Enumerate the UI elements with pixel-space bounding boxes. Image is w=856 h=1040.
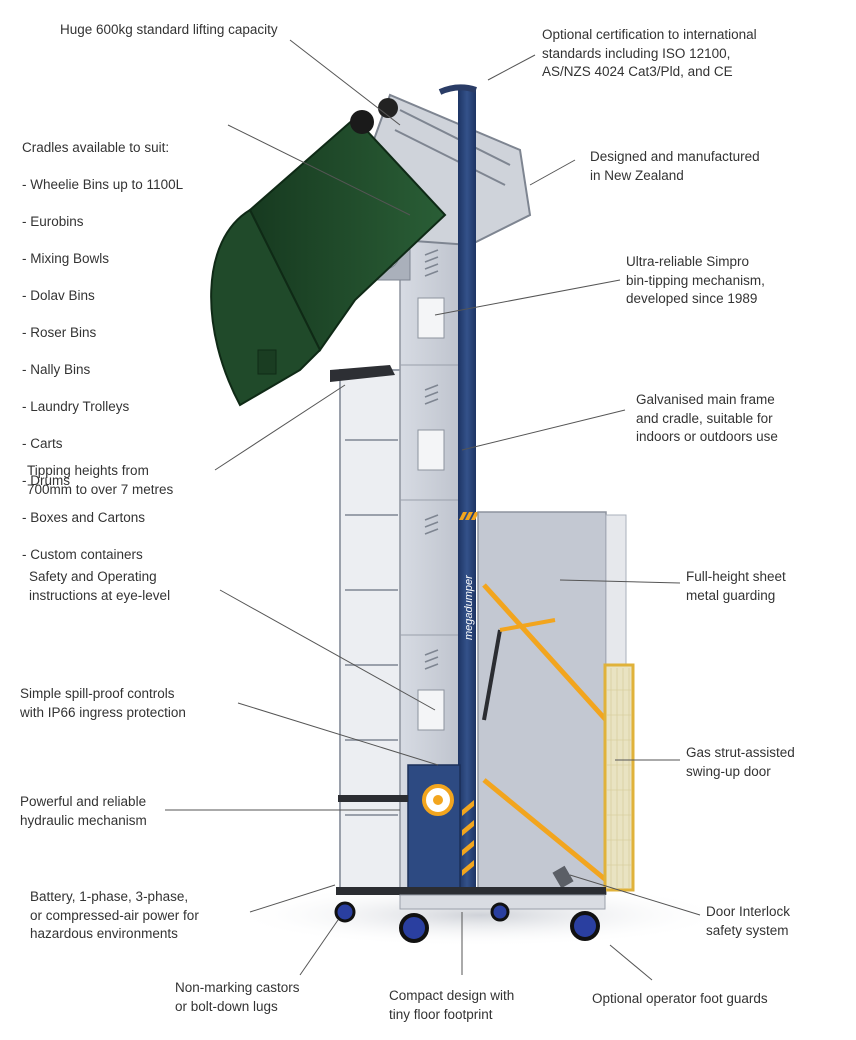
left-lattice-frame	[339, 369, 403, 891]
label-galvanised-frame: Galvanised main frame and cradle, suitab…	[636, 392, 778, 444]
wheelie-bin	[210, 98, 447, 407]
mast: megadumper	[438, 84, 479, 900]
label-castors: Non-marking castors or bolt-down lugs	[175, 980, 300, 1014]
hydraulic-housing	[338, 764, 461, 894]
label-door-interlock: Door Interlock safety system	[706, 904, 791, 938]
base-frame	[336, 887, 606, 910]
cradles-item: - Custom containers	[22, 546, 143, 562]
label-compact-design: Compact design with tiny floor footprint	[389, 988, 515, 1022]
label-certification: Optional certification to international …	[542, 27, 757, 79]
safety-label-3	[417, 689, 445, 731]
label-foot-guards: Optional operator foot guards	[592, 991, 768, 1006]
base-hazard-stripes	[462, 800, 474, 876]
label-power-options: Battery, 1-phase, 3-phase, or compressed…	[30, 889, 199, 941]
cradles-item: - Drums	[22, 472, 70, 488]
cradles-item: - Eurobins	[22, 213, 84, 229]
cradles-title: Cradles available to suit:	[22, 139, 170, 155]
cradles-item: - Roser Bins	[22, 324, 97, 340]
mesh-door	[552, 663, 635, 892]
brand-wordmark: megadumper	[463, 574, 475, 640]
cradles-item: - Boxes and Cartons	[22, 509, 146, 525]
cradles-item: - Nally Bins	[22, 361, 91, 377]
cradles-item: - Mixing Bowls	[22, 250, 110, 266]
label-lifting-capacity: Huge 600kg standard lifting capacity	[60, 22, 278, 37]
label-tipping-mechanism: Ultra-reliable Simpro bin-tipping mechan…	[626, 254, 765, 306]
cradles-item: - Wheelie Bins up to 1100L	[22, 176, 184, 192]
label-gas-strut-door: Gas strut-assisted swing-up door	[686, 745, 795, 779]
label-tipping-heights: Tipping heights from 700mm to over 7 met…	[27, 463, 174, 497]
label-designed-nz: Designed and manufactured in New Zealand	[590, 149, 760, 183]
label-safety-instructions: Safety and Operating instructions at eye…	[29, 569, 171, 603]
castors	[334, 901, 600, 943]
cradles-item: - Dolav Bins	[22, 287, 95, 303]
label-sheet-guarding: Full-height sheet metal guarding	[686, 569, 786, 603]
sheet-metal-guard	[477, 511, 627, 895]
label-controls: Simple spill-proof controls with IP66 in…	[20, 686, 186, 720]
safety-label-2	[417, 429, 445, 471]
cradles-item: - Laundry Trolleys	[22, 398, 130, 414]
safety-label-1	[417, 297, 445, 339]
door-interlock	[552, 865, 574, 889]
cradles-item: - Carts	[22, 435, 63, 451]
leader-lines	[165, 39, 701, 981]
cradles-list: Cradles available to suit: - Wheelie Bin…	[22, 120, 183, 583]
label-hydraulic: Powerful and reliable hydraulic mechanis…	[20, 794, 147, 828]
accent-stripes	[459, 512, 479, 520]
